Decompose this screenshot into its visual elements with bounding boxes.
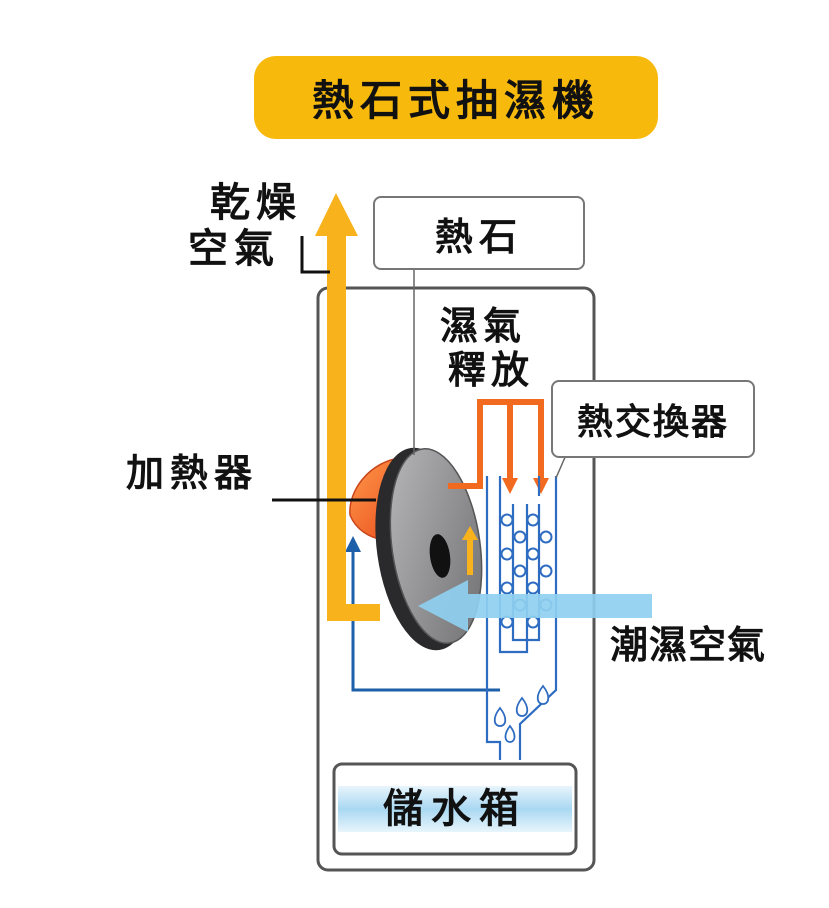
humid-air-label: 潮濕空氣 (610, 623, 767, 667)
dry-air-arrowhead (315, 193, 358, 236)
moisture-release-line1: 濕氣 (440, 304, 527, 348)
label-bracket (300, 236, 330, 274)
moisture-arrowhead-2 (533, 478, 549, 494)
diagram-title: 熱石式抽濕機 (254, 56, 658, 139)
water-level (338, 786, 572, 832)
wheel-rotation-arrow (462, 526, 478, 575)
coil-bead (539, 564, 553, 578)
heat-exchanger-label: 熱交換器 (576, 402, 729, 443)
moisture-release-label: 濕氣 釋放 (440, 304, 535, 392)
dry-air-label: 乾燥 空氣 (188, 180, 302, 272)
stone-wheel-hub (429, 534, 451, 578)
stone-label: 熱石 (434, 214, 523, 259)
return-air-arrowhead (345, 536, 361, 552)
coil-bead (526, 547, 540, 561)
coil-bead (526, 581, 540, 595)
return-air-duct (351, 540, 500, 692)
coil-bead (500, 547, 514, 561)
moisture-release-line2: 釋放 (448, 347, 535, 392)
coil-bead (513, 530, 527, 544)
coil-bead (539, 530, 553, 544)
dry-air-arrow-shaft (327, 232, 380, 621)
coil-bead (500, 615, 514, 629)
coil-bead (513, 564, 527, 578)
coil-bead (526, 513, 540, 527)
dry-air-label-line1: 乾燥 (210, 180, 302, 226)
heat-exchanger-label-box: 熱交換器 (551, 380, 755, 458)
moisture-arrowhead-1 (502, 478, 518, 494)
water-droplets (493, 684, 550, 743)
heater-label: 加熱器 (126, 451, 259, 495)
moisture-release-pipe (448, 399, 544, 489)
water-tank-label: 儲水箱 (383, 786, 527, 832)
coil-bead (526, 615, 540, 629)
exchanger-pointer (555, 454, 567, 479)
dry-air-label-line2: 空氣 (188, 226, 280, 272)
humid-air-arrow (418, 580, 652, 632)
coil-bead (500, 581, 514, 595)
coil-bead (500, 513, 514, 527)
stone-label-box: 熱石 (373, 196, 585, 270)
